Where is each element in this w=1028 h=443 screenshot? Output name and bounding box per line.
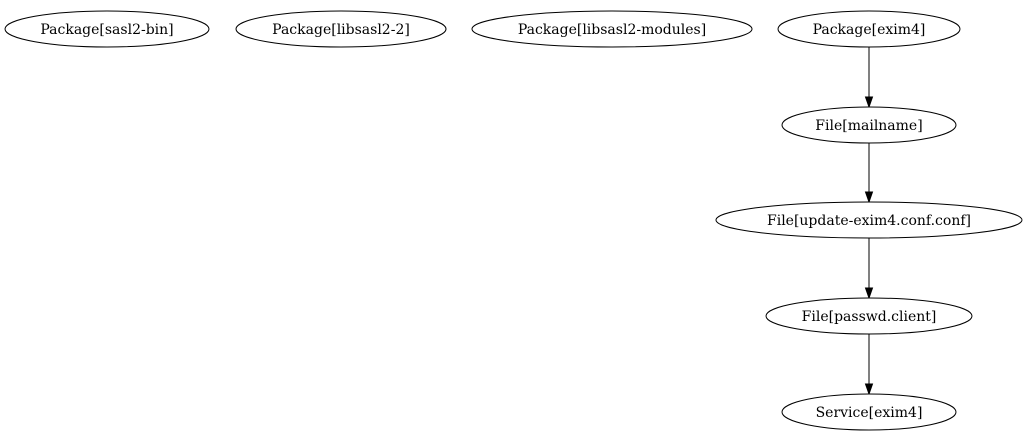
graph-edge-file-mailname-to-file-update-exim4-conf <box>864 143 874 204</box>
node-ellipse <box>777 10 961 48</box>
graph-node-file-mailname: File[mailname] <box>781 106 957 144</box>
edges-layer <box>864 47 874 396</box>
node-ellipse <box>471 10 753 48</box>
graph-edge-file-update-exim4-conf-to-file-passwd-client <box>864 238 874 300</box>
node-label: Service[exim4] <box>816 405 923 421</box>
arrowhead-icon <box>864 383 874 396</box>
nodes-layer: Package[sasl2-bin] Package[libsasl2-2] Pac… <box>4 10 1023 431</box>
graph-node-pkg-exim4: Package[exim4] <box>777 10 961 48</box>
node-label: Package[sasl2-bin] <box>40 22 173 38</box>
graph-edge-pkg-exim4-to-file-mailname <box>864 47 874 109</box>
graph-node-service-exim4: Service[exim4] <box>781 393 957 431</box>
node-label: Package[libsasl2-modules] <box>518 22 706 38</box>
node-ellipse <box>4 10 210 48</box>
node-label: Package[libsasl2-2] <box>272 22 410 38</box>
graph-edge-file-passwd-client-to-service-exim4 <box>864 334 874 396</box>
graph-node-pkg-sasl2-bin: Package[sasl2-bin] <box>4 10 210 48</box>
node-ellipse <box>235 10 447 48</box>
arrowhead-icon <box>864 96 874 109</box>
node-ellipse <box>765 297 973 335</box>
arrowhead-icon <box>864 191 874 204</box>
node-ellipse <box>781 106 957 144</box>
node-label: File[update-exim4.conf.conf] <box>767 213 971 229</box>
node-label: File[mailname] <box>815 118 922 134</box>
graph-node-pkg-libsasl2-2: Package[libsasl2-2] <box>235 10 447 48</box>
arrowhead-icon <box>864 287 874 300</box>
graph-node-file-passwd-client: File[passwd.client] <box>765 297 973 335</box>
node-ellipse <box>781 393 957 431</box>
node-ellipse <box>715 201 1023 239</box>
node-label: Package[exim4] <box>813 22 926 38</box>
graph-node-file-update-exim4-conf: File[update-exim4.conf.conf] <box>715 201 1023 239</box>
graph-node-pkg-libsasl2-modules: Package[libsasl2-modules] <box>471 10 753 48</box>
node-label: File[passwd.client] <box>802 309 937 325</box>
